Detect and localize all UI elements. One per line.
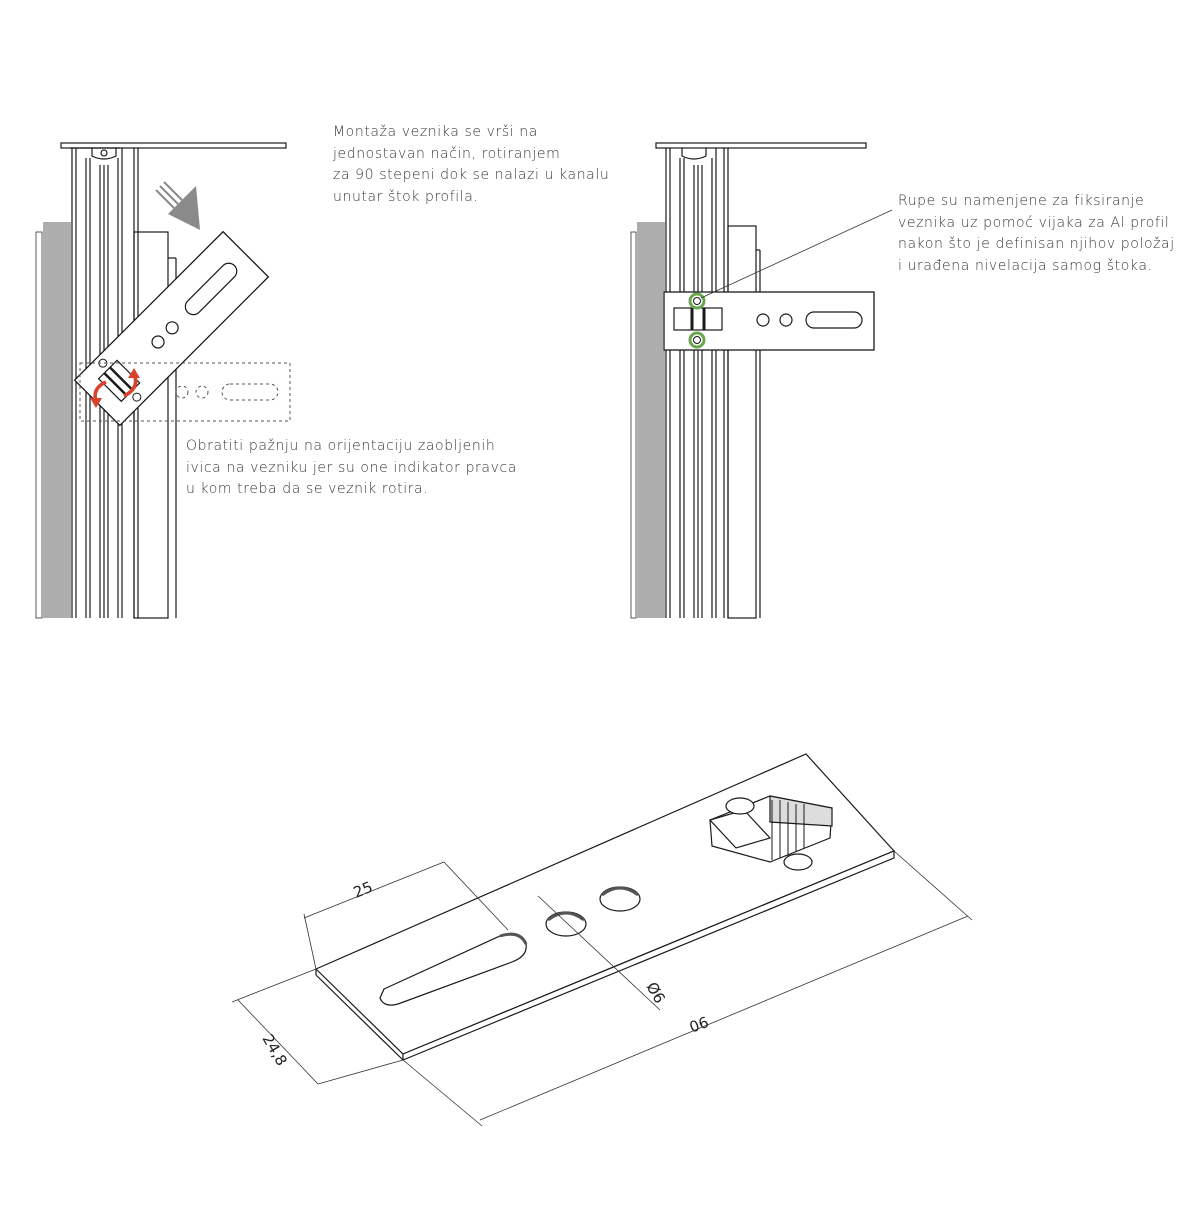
dim-plate-width: 24,8 [259,1031,291,1069]
fixing-hole-highlight-icon [688,292,706,349]
note-rotation-mount: Montaža veznika se vrši na jednostavan n… [333,124,610,205]
insert-arrow-icon [155,181,200,230]
glass-edge-left [35,222,71,619]
dimension-lines [231,850,973,1127]
dim-slot-length: 25 [351,878,375,902]
plate-isometric [314,753,896,1061]
fixing-hole-marks [693,297,701,344]
note-fixing-holes: Rupe su namenjene za fiksiranje veznika … [898,193,1175,274]
rotation-arrow-icon [90,368,140,408]
note-edge-orientation: Obratiti pažnju na orijentaciju zaobljen… [186,438,517,497]
profile-right [655,142,867,619]
target-plate-dashed [79,362,291,422]
glass-edge-right [630,222,665,619]
dim-hole-diameter: Ø6 [643,979,669,1006]
leader-line [700,209,893,299]
dim-plate-length: 90 [687,1012,711,1035]
